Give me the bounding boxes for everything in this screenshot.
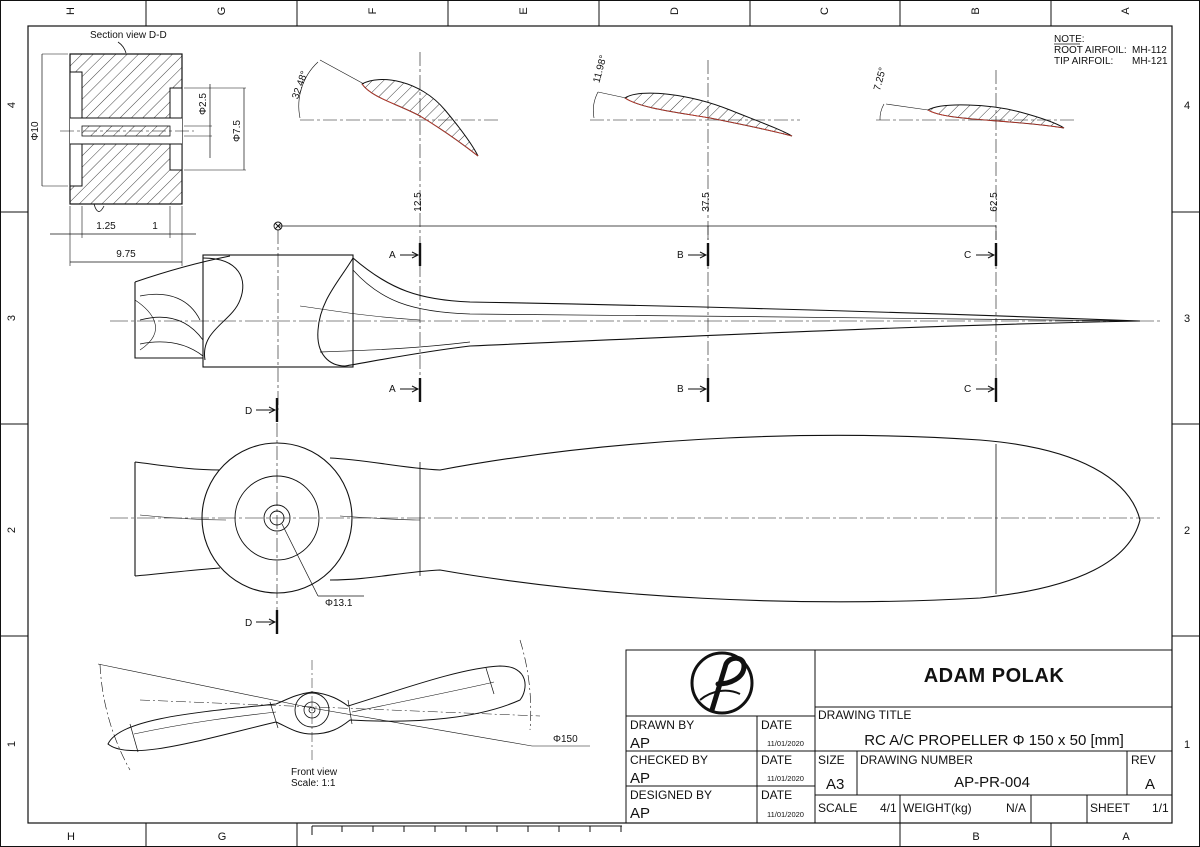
propeller-front-view: Φ150 Front view Scale: 1:1 <box>97 639 590 789</box>
checked-by-value: AP <box>630 770 651 787</box>
rev-label: REV <box>1131 753 1156 767</box>
front-view-label: Front view <box>291 767 338 778</box>
size-value: A3 <box>826 776 845 793</box>
section-mark-b: B <box>677 250 684 261</box>
zone-label-top: C <box>819 7 831 15</box>
zone-row-right: 3 <box>1184 313 1190 325</box>
company-logo <box>690 651 754 715</box>
drawing-title-label: DRAWING TITLE <box>818 708 912 722</box>
section-mark-d: D <box>245 406 252 417</box>
note-tip-value: MH-121 <box>1132 56 1168 67</box>
section-mark-c: C <box>964 250 971 261</box>
airfoil-note: NOTE: ROOT AIRFOIL: MH-112 TIP AIRFOIL: … <box>1054 34 1168 67</box>
note-tip-label: TIP AIRFOIL: <box>1054 56 1113 67</box>
zone-label-top: A <box>1120 7 1132 15</box>
note-root-label: ROOT AIRFOIL: <box>1054 45 1127 56</box>
airfoil-angle-c: 7.25° <box>872 66 889 92</box>
zone-label-bottom: H <box>67 831 75 843</box>
date-value: 11/01/2020 <box>767 739 804 748</box>
note-root-value: MH-112 <box>1132 45 1167 56</box>
section-view-dd: Section view D-D Φ10 Φ2.5 Φ7.5 <box>30 30 246 266</box>
section-mark-a: A <box>389 384 396 395</box>
airfoil-sections: 32.48° 11.98° 7.25° <box>290 52 1075 240</box>
note-title: NOTE: <box>1054 34 1085 45</box>
section-view-title: Section view D-D <box>90 30 167 41</box>
section-mark-d: D <box>245 618 252 629</box>
dim-9-75: 9.75 <box>116 249 136 260</box>
hub-dia-label: Φ13.1 <box>325 598 353 609</box>
rev-value: A <box>1145 776 1156 793</box>
zone-row-left: 1 <box>6 741 18 747</box>
date-value: 11/01/2020 <box>767 774 804 783</box>
blade-side-view: A A B B C C <box>110 226 1160 410</box>
dim-dia-10: Φ10 <box>30 121 41 141</box>
zone-row-left: 2 <box>6 527 18 533</box>
drawn-by-value: AP <box>630 735 651 752</box>
title-block-frame <box>625 649 1173 824</box>
designed-by-value: AP <box>630 805 651 822</box>
dim-1-25: 1.25 <box>96 221 116 232</box>
sheet-value: 1/1 <box>1152 801 1169 815</box>
dim-dia-7-5: Φ7.5 <box>232 120 243 142</box>
size-label: SIZE <box>818 753 845 767</box>
date-value: 11/01/2020 <box>767 810 804 819</box>
zone-row-right: 4 <box>1184 100 1190 112</box>
zone-label-bottom: B <box>972 831 979 843</box>
bottom-ruler <box>311 825 622 835</box>
zone-label-bottom: A <box>1122 831 1130 843</box>
date-label: DATE <box>761 753 793 767</box>
date-label: DATE <box>761 718 793 732</box>
checked-by-label: CHECKED BY <box>630 753 709 767</box>
scale-value: 4/1 <box>880 801 897 815</box>
zone-label-top: B <box>970 7 982 14</box>
zone-label-top: E <box>518 7 530 14</box>
station-62-5: 62.5 <box>989 192 1000 212</box>
zone-label-top: F <box>367 7 379 14</box>
weight-label: WEIGHT(kg) <box>903 801 972 815</box>
section-mark-a: A <box>389 250 396 261</box>
station-dimensions: 12.5 37.5 62.5 <box>273 192 1000 231</box>
inner-border <box>27 25 1173 824</box>
station-12-5: 12.5 <box>413 192 424 212</box>
station-37-5: 37.5 <box>701 192 712 212</box>
scale-label: SCALE <box>818 801 858 815</box>
sheet-label: SHEET <box>1090 801 1131 815</box>
zone-row-left: 4 <box>6 102 18 108</box>
drawing-number-value: AP-PR-004 <box>954 774 1030 791</box>
zone-label-top: G <box>216 7 228 16</box>
drawing-title-value: RC A/C PROPELLER Φ 150 x 50 [mm] <box>864 732 1124 749</box>
zone-label-top: D <box>669 7 681 15</box>
airfoil-angle-b: 11.98° <box>592 54 610 84</box>
company-name: ADAM POLAK <box>923 665 1065 687</box>
front-view-dia: Φ150 <box>553 734 578 745</box>
drawn-by-label: DRAWN BY <box>630 718 695 732</box>
front-view-scale: Scale: 1:1 <box>291 778 336 789</box>
blade-top-view: D D Φ13.1 <box>110 398 1160 634</box>
dim-dia-2-5: Φ2.5 <box>198 93 209 115</box>
airfoil-angle-a: 32.48° <box>290 70 310 101</box>
weight-value: N/A <box>1006 801 1027 815</box>
section-mark-b: B <box>677 384 684 395</box>
zone-row-right: 2 <box>1184 525 1190 537</box>
zone-row-right: 1 <box>1184 739 1190 751</box>
designed-by-label: DESIGNED BY <box>630 788 713 802</box>
zone-label-top: H <box>65 7 77 15</box>
zone-row-left: 3 <box>6 315 18 321</box>
drawing-number-label: DRAWING NUMBER <box>860 753 973 767</box>
zone-label-bottom: G <box>218 831 227 843</box>
section-mark-c: C <box>964 384 971 395</box>
date-label: DATE <box>761 788 793 802</box>
dim-1: 1 <box>152 221 158 232</box>
